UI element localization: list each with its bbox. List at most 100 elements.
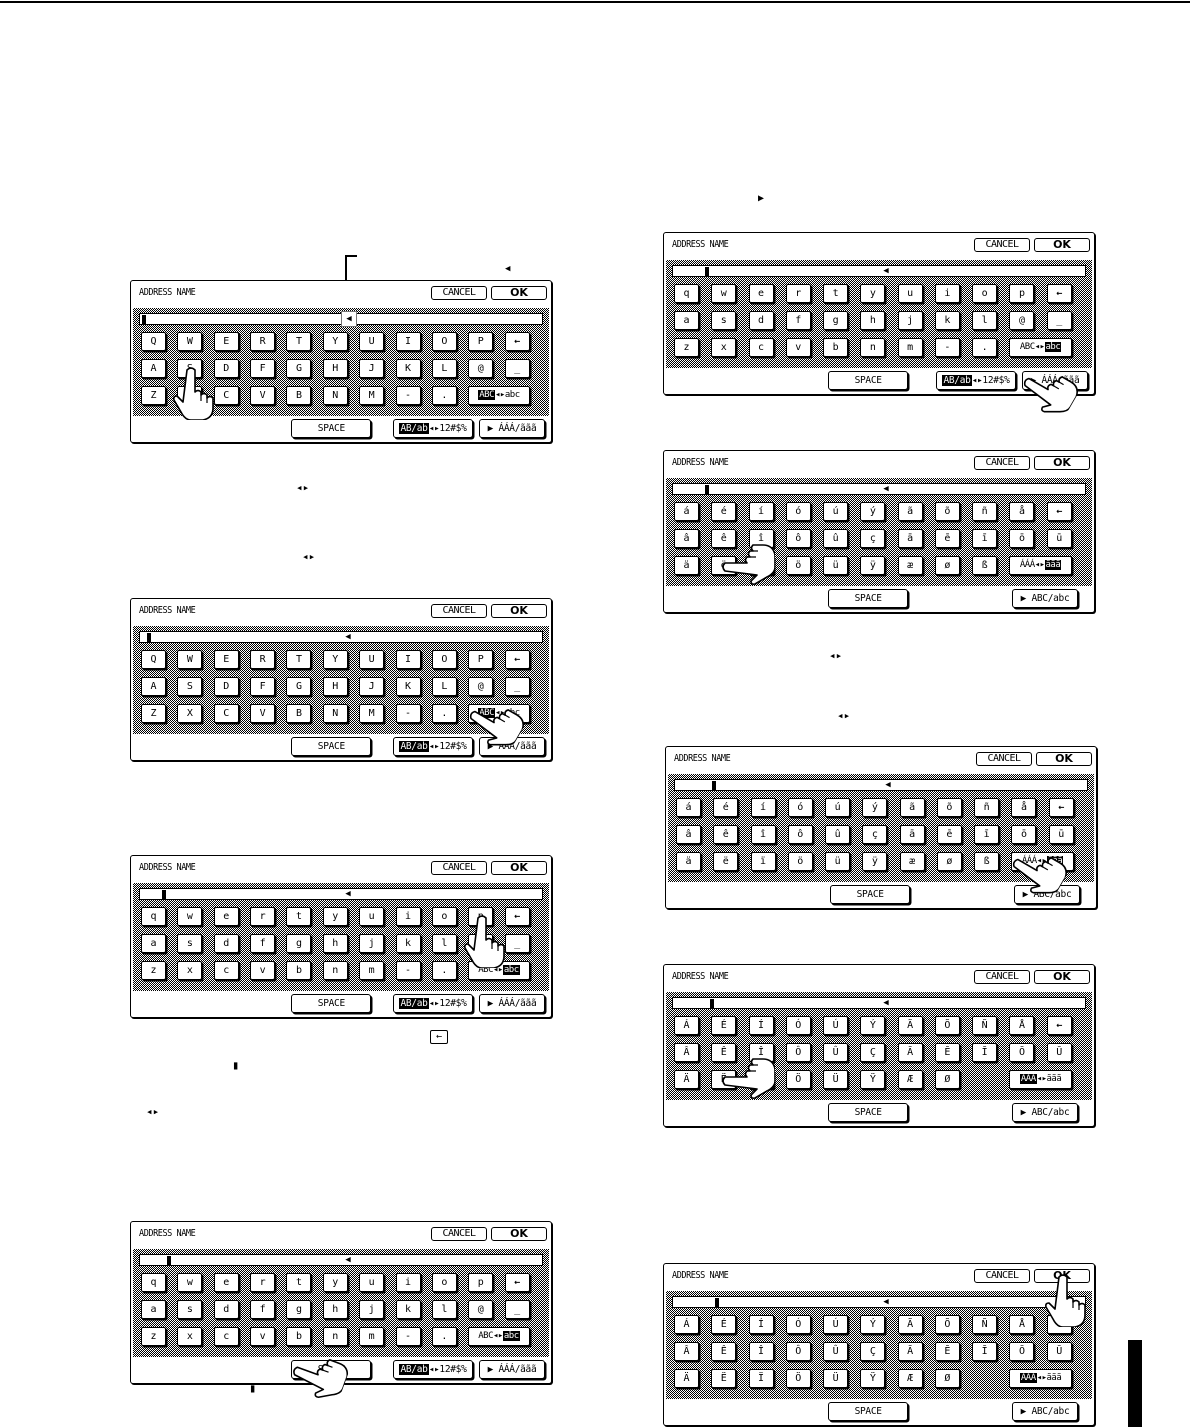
key-20[interactable]: ō (1011, 825, 1037, 844)
key-1[interactable]: é (713, 798, 739, 817)
key-16[interactable]: h (322, 934, 348, 953)
key-3[interactable]: Ó (785, 1016, 811, 1035)
key-25[interactable]: v (785, 338, 811, 357)
space-button[interactable]: SPACE (291, 419, 372, 438)
key-17[interactable]: Ā (897, 1342, 923, 1361)
key-29[interactable]: Ø (934, 1369, 960, 1388)
key-28[interactable]: M (359, 704, 385, 723)
key-27[interactable]: N (322, 704, 348, 723)
key-16[interactable]: ç (860, 529, 886, 548)
key-11[interactable]: a (141, 1300, 166, 1319)
space-button[interactable]: SPACE (291, 994, 372, 1013)
key-19[interactable]: l (431, 934, 457, 953)
key-8[interactable]: O (431, 650, 457, 669)
key-2[interactable]: Í (748, 1315, 774, 1334)
key-0[interactable]: á (674, 502, 699, 521)
key-8[interactable]: Ñ (972, 1315, 998, 1334)
key-22[interactable]: Z (141, 386, 166, 405)
space-button[interactable]: SPACE (830, 885, 911, 904)
key-8[interactable]: o (431, 907, 457, 926)
key-1[interactable]: w (711, 284, 737, 303)
key-4[interactable]: Ú (823, 1315, 849, 1334)
key-14[interactable]: f (250, 1300, 276, 1319)
key-13[interactable]: î (750, 825, 776, 844)
key-2[interactable]: e (748, 284, 774, 303)
key-28[interactable]: æ (899, 852, 925, 871)
key-21[interactable]: _ (504, 359, 530, 378)
space-button[interactable]: SPACE (291, 1360, 372, 1379)
ok-button[interactable]: OK (1036, 752, 1092, 766)
key-11[interactable]: â (674, 529, 699, 548)
key-3[interactable]: Ó (785, 1315, 811, 1334)
key-5[interactable]: y (322, 1273, 348, 1292)
key-16[interactable]: ç (862, 825, 888, 844)
key-23[interactable]: X (177, 386, 203, 405)
abc-toggle-button[interactable]: ▶ ABC/abc (1012, 589, 1078, 608)
key-7[interactable]: õ (934, 502, 960, 521)
abc-toggle-button[interactable]: ▶ ABC/abc (1012, 1402, 1078, 1421)
key-2[interactable]: E (213, 650, 239, 669)
backspace-key[interactable]: ← (1046, 284, 1072, 303)
shift-toggle-key[interactable]: ABC◂▸abc (468, 704, 530, 723)
cancel-button[interactable]: CANCEL (431, 286, 487, 300)
space-button[interactable]: SPACE (291, 737, 372, 756)
key-3[interactable]: r (250, 907, 276, 926)
key-14[interactable]: Ô (785, 1043, 811, 1062)
key-2[interactable]: e (213, 1273, 239, 1292)
key-6[interactable]: ã (897, 502, 923, 521)
key-8[interactable]: O (431, 332, 457, 351)
key-26[interactable]: ü (825, 852, 851, 871)
key-15[interactable]: û (823, 529, 849, 548)
key-14[interactable]: ô (787, 825, 813, 844)
key-17[interactable]: ā (897, 529, 923, 548)
key-11[interactable]: a (674, 311, 699, 330)
backspace-key[interactable]: ← (504, 907, 530, 926)
key-27[interactable]: n (322, 1327, 348, 1346)
backspace-key[interactable]: ← (1046, 1016, 1072, 1035)
mode-toggle-button[interactable]: AB/ab◂▸12#$% (393, 994, 473, 1013)
key-16[interactable]: H (322, 359, 348, 378)
mode-toggle-button[interactable]: AB/ab◂▸12#$% (936, 371, 1016, 390)
key-7[interactable]: Õ (934, 1016, 960, 1035)
key-26[interactable]: ü (823, 556, 849, 575)
cancel-button[interactable]: CANCEL (974, 970, 1030, 984)
key-9[interactable]: å (1009, 502, 1035, 521)
backspace-key[interactable]: ← (1046, 502, 1072, 521)
key-19[interactable]: l (972, 311, 998, 330)
key-12[interactable]: Ê (711, 1342, 737, 1361)
key-20[interactable]: @ (468, 1300, 494, 1319)
key-13[interactable]: D (213, 359, 239, 378)
key-0[interactable]: q (141, 1273, 166, 1292)
key-21[interactable]: ū (1046, 529, 1072, 548)
accent-toggle-button[interactable]: ▶ ÁÁÁ/ããã (479, 994, 545, 1013)
address-name-input[interactable]: ◀ (139, 1254, 543, 1266)
key-29[interactable]: Ø (934, 1070, 960, 1089)
key-30[interactable]: . (431, 704, 457, 723)
key-29[interactable]: - (395, 961, 421, 980)
space-button[interactable]: SPACE (828, 1402, 909, 1421)
key-18[interactable]: ē (934, 529, 960, 548)
key-15[interactable]: g (823, 311, 849, 330)
key-20[interactable]: @ (1009, 311, 1035, 330)
shift-toggle-key[interactable]: ABC◂▸abc (468, 1327, 530, 1346)
key-14[interactable]: f (250, 934, 276, 953)
key-18[interactable]: K (395, 677, 421, 696)
address-name-input[interactable]: ◀ (672, 265, 1086, 277)
key-25[interactable]: V (250, 386, 276, 405)
key-14[interactable]: F (250, 359, 276, 378)
key-21[interactable]: _ (1046, 311, 1072, 330)
shift-toggle-key[interactable]: ÁÁÁ◂▸ããã (1009, 1070, 1072, 1089)
key-19[interactable]: Ī (972, 1342, 998, 1361)
key-26[interactable]: Ü (823, 1369, 849, 1388)
key-14[interactable]: Ô (785, 1342, 811, 1361)
key-27[interactable]: n (322, 961, 348, 980)
key-22[interactable]: z (141, 961, 166, 980)
accent-toggle-button[interactable]: ▶ ÁÁÁ/ããã (479, 737, 545, 756)
key-0[interactable]: Q (141, 332, 166, 351)
address-name-input[interactable]: ◀ (672, 1296, 1086, 1308)
key-3[interactable]: ó (785, 502, 811, 521)
key-20[interactable]: @ (468, 934, 494, 953)
key-13[interactable]: Î (748, 1342, 774, 1361)
key-19[interactable]: L (431, 677, 457, 696)
ok-button[interactable]: OK (491, 1227, 547, 1241)
